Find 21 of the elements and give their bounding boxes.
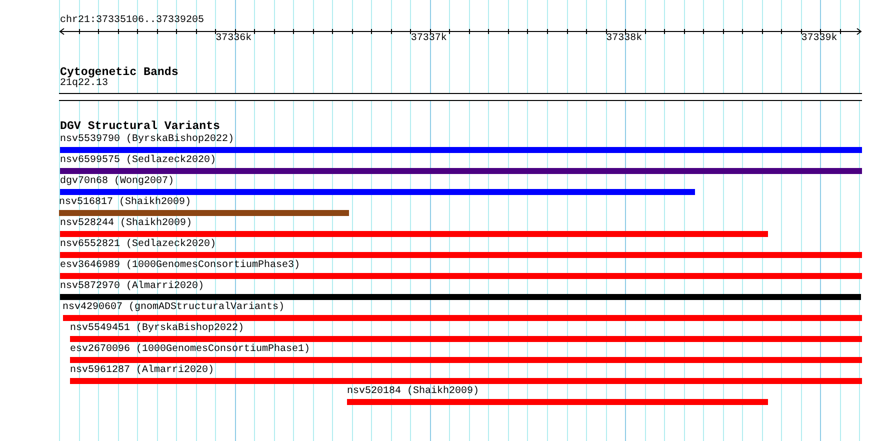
variant-label: nsv6599575 (Sedlazeck2020)	[60, 155, 216, 167]
variant-label: esv3646989 (1000GenomesConsortiumPhase3)	[60, 260, 300, 272]
variant-label: nsv520184 (Shaikh2009)	[347, 386, 480, 398]
tick-label: 37339k	[801, 33, 838, 45]
variant-label: nsv528244 (Shaikh2009)	[60, 218, 192, 230]
variant-label: nsv6552821 (Sedlazeck2020)	[60, 239, 216, 251]
band-label: 21q22.13	[60, 78, 108, 90]
track-heading: Cytogenetic Bands	[60, 66, 178, 79]
tick-label: 37336k	[216, 33, 252, 45]
variant-label: nsv5872970 (Almarri2020)	[60, 281, 204, 293]
tick-label: 37338k	[606, 33, 642, 45]
variant-label: nsv4290607 (gnomADStructuralVariants)	[62, 302, 285, 314]
variant-label: dgv70n68 (Wong2007)	[60, 176, 174, 188]
tick-label: 37337k	[410, 33, 447, 45]
variant-label: nsv5539790 (ByrskaBishop2022)	[60, 134, 234, 146]
variant-label: esv2670096 (1000GenomesConsortiumPhase1)	[70, 344, 310, 356]
variant-label: nsv516817 (Shaikh2009)	[59, 197, 192, 209]
track-heading: DGV Structural Variants	[60, 120, 220, 134]
coordinate-label: chr21:37335106..37339205	[60, 15, 204, 27]
variant-label: nsv5549451 (ByrskaBishop2022)	[70, 323, 244, 335]
variant-label: nsv5961287 (Almarri2020)	[70, 365, 214, 377]
